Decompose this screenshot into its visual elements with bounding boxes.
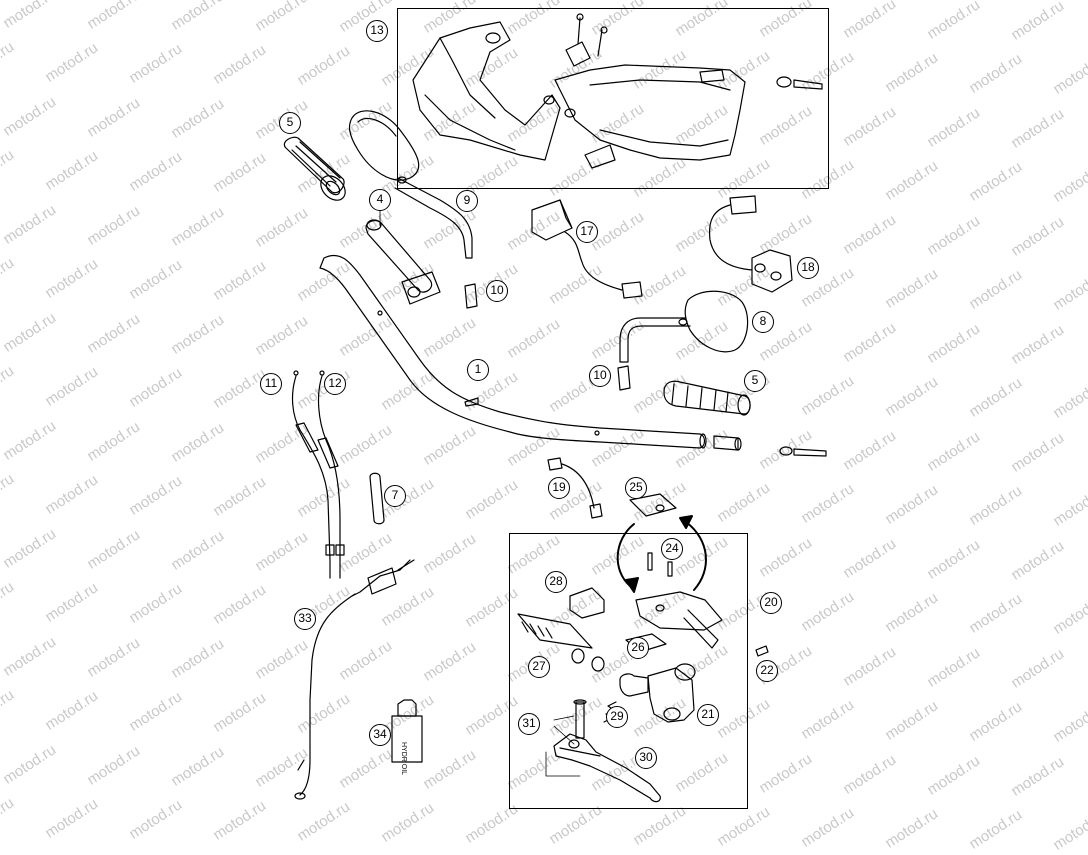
callout-number: 26 (627, 637, 649, 659)
hand-guard-set-drawing (412, 13, 823, 169)
callout-number: 28 (545, 571, 567, 593)
callout-number: 30 (635, 747, 657, 769)
callout-number: 20 (760, 592, 782, 614)
mirror-left-drawing (348, 110, 473, 259)
callout-number: 29 (606, 706, 628, 728)
callout-number: 31 (518, 713, 540, 735)
grip-right-drawing (663, 380, 751, 416)
callout-number: 13 (366, 20, 388, 42)
callout-number: 5 (744, 370, 766, 392)
callout-number: 12 (324, 373, 346, 395)
master-cylinder-body-drawing (619, 663, 696, 723)
callout-number: 22 (756, 660, 778, 682)
bar-end-drawing (713, 435, 827, 457)
reservoir-cover-drawing (629, 493, 677, 517)
handlebar-drawing (319, 254, 707, 449)
parts-drawing: HYDR OIL (283, 13, 827, 803)
piston-kit-drawing (517, 613, 605, 672)
cable-guide-plate-drawing (369, 472, 385, 525)
callout-number: 18 (797, 257, 819, 279)
callout-number: 1 (467, 359, 489, 381)
callout-number: 34 (369, 724, 391, 746)
pivot-pin-drawing (573, 699, 587, 739)
brake-lever-drawing (553, 733, 661, 803)
mirror-right-drawing (619, 290, 749, 363)
callout-number: 19 (548, 477, 570, 499)
switch-left-drawing (531, 199, 643, 299)
callout-number: 9 (456, 190, 478, 212)
brake-light-cable-drawing (547, 457, 603, 519)
oil-bottle-label: HYDR OIL (400, 742, 407, 775)
master-cylinder-top-drawing (635, 591, 723, 649)
callout-number: 24 (661, 538, 683, 560)
oil-bottle-drawing (391, 699, 423, 763)
leader-lines (379, 209, 581, 777)
cover-screws-drawing (647, 552, 673, 577)
mirror-adapter-right-drawing (617, 365, 631, 391)
callout-number: 17 (576, 221, 598, 243)
callout-number: 10 (486, 280, 508, 302)
throttle-tube-drawing (365, 219, 441, 305)
switch-right-drawing (708, 195, 793, 293)
callout-number: 7 (384, 485, 406, 507)
callout-number: 33 (294, 608, 316, 630)
callout-number: 5 (279, 112, 301, 134)
callout-number: 10 (589, 365, 611, 387)
mirror-adapter-left-drawing (464, 283, 478, 309)
throttle-cables-drawing (291, 370, 345, 579)
handlebar-clamp-drawing (569, 587, 605, 619)
assembly-arrows-drawing (616, 515, 707, 593)
grip-left-drawing (283, 136, 346, 201)
bleed-screw-drawing (755, 645, 769, 657)
callout-number: 21 (697, 704, 719, 726)
clutch-line-drawing (294, 559, 415, 800)
callout-number: 11 (260, 373, 282, 395)
callout-number: 8 (752, 311, 774, 333)
hand-guard-group-frame (397, 8, 829, 189)
callout-number: 27 (528, 656, 550, 678)
brake-master-cylinder-group-frame (509, 533, 748, 809)
callout-number: 4 (369, 189, 391, 211)
callout-number: 25 (625, 477, 647, 499)
